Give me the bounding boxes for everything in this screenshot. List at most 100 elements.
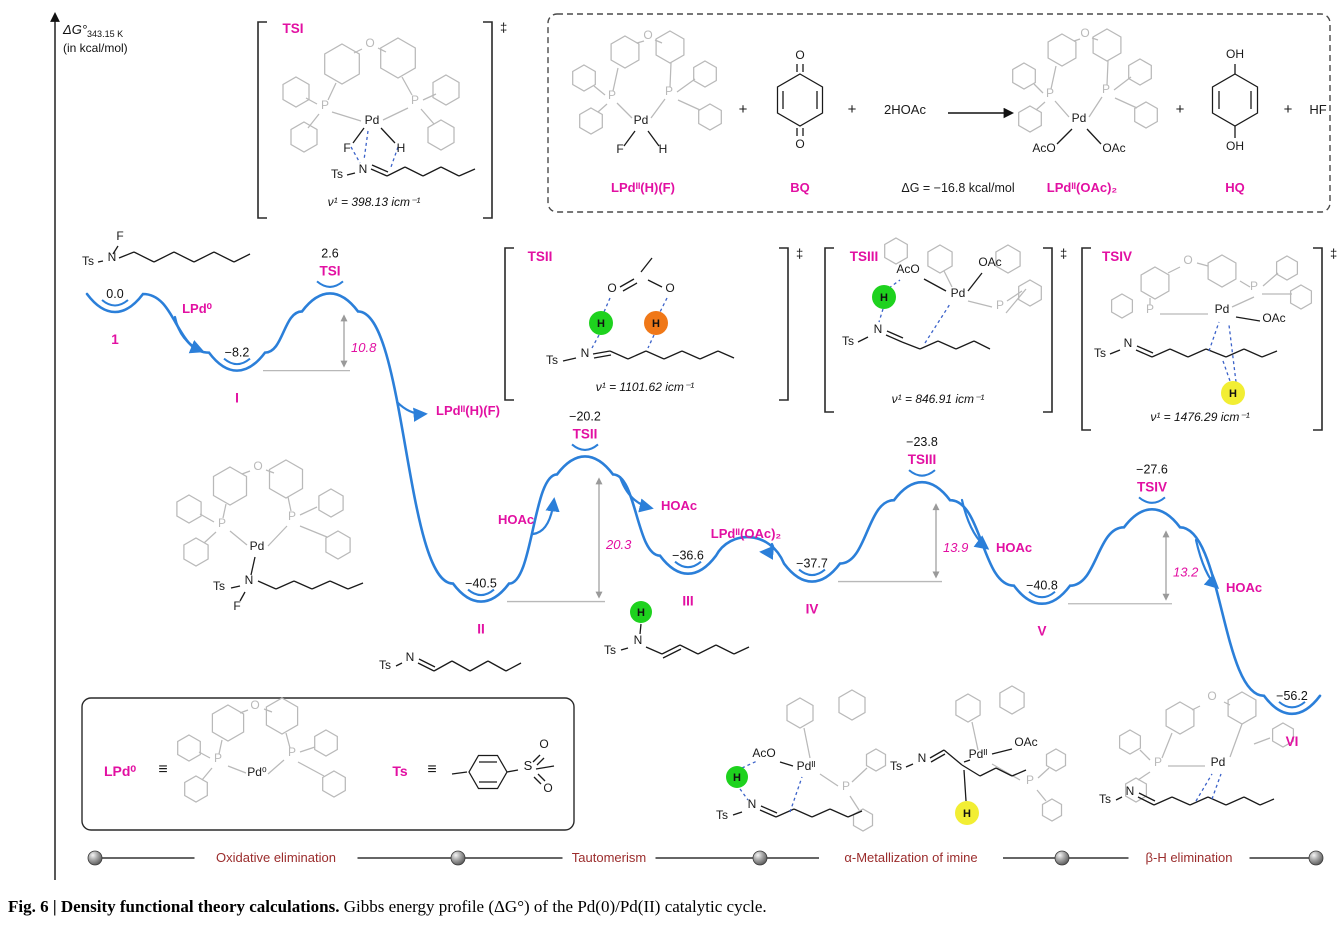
atom-label: AcO <box>1032 141 1055 155</box>
atom-label: N <box>748 797 757 811</box>
state-marker-1 <box>101 299 129 307</box>
flow-arrow <box>960 498 990 550</box>
energy-value-TSIII: −23.8 <box>906 435 938 449</box>
ring <box>927 244 953 274</box>
barrier-value: 13.9 <box>943 540 968 555</box>
ring <box>183 537 209 567</box>
highlight-circle <box>1221 381 1245 405</box>
bracket-left <box>1081 247 1091 431</box>
atom-label: S <box>524 758 533 773</box>
ring <box>380 37 416 79</box>
atom-label: Pd <box>365 113 380 127</box>
ring <box>955 693 981 723</box>
phase-label: β-H elimination <box>1146 850 1233 865</box>
state-marker-II <box>467 588 495 597</box>
atom-label: P <box>608 88 616 102</box>
ring <box>610 35 640 69</box>
state-marker-I <box>223 357 251 366</box>
phase-label: Oxidative elimination <box>216 850 336 865</box>
ring <box>1018 279 1042 307</box>
phase-label: Tautomerism <box>572 850 646 865</box>
atom-label: P <box>1250 279 1258 293</box>
ring <box>432 74 460 106</box>
atom-label: Pd <box>1211 755 1226 769</box>
atom-label: LPd⁰ <box>104 763 136 779</box>
atom-label: BQ <box>790 180 810 195</box>
ring <box>995 244 1021 274</box>
state-marker-TSIII <box>908 469 936 477</box>
imaginary-frequency: ν¹ = 398.13 icm⁻¹ <box>328 195 421 209</box>
atom-label: ΔG = −16.8 kcal/mol <box>901 181 1014 195</box>
ring <box>1128 58 1152 86</box>
ring <box>265 697 299 735</box>
atom-label: 2HOAc <box>884 102 926 117</box>
ring <box>1207 254 1237 288</box>
ring <box>884 237 908 265</box>
highlight-circle <box>872 285 896 309</box>
species-label: HOAc <box>1226 580 1262 595</box>
atom-label: Ts <box>890 759 902 773</box>
energy-curve <box>85 292 1322 715</box>
atom-label: P <box>1102 82 1110 96</box>
atom-label: P <box>1026 773 1034 787</box>
state-name-1: 1 <box>111 332 119 347</box>
atom-label: OAc <box>1262 311 1285 325</box>
energy-value-I: −8.2 <box>225 346 250 360</box>
species-label: HOAc <box>498 512 534 527</box>
atom-label: + <box>848 101 857 118</box>
double-dagger-icon: ‡ <box>500 20 507 35</box>
state-marker-TSI <box>316 280 344 288</box>
atom-label: F <box>116 229 123 243</box>
highlighted-h-atom: H <box>652 318 660 330</box>
energy-value-1: 0.0 <box>106 287 123 301</box>
atom-label: Pd <box>951 286 966 300</box>
state-name-TSIV: TSIV <box>1137 479 1167 494</box>
ring <box>1118 729 1142 755</box>
atom-label: Pd <box>1072 111 1087 125</box>
atom-label: O <box>543 781 552 795</box>
atom-label: Ts <box>82 254 94 268</box>
ring <box>318 488 344 518</box>
atom-label: HF <box>1309 102 1326 117</box>
caption-title: Fig. 6 | Density functional theory calcu… <box>8 897 340 916</box>
highlighted-h-atom: H <box>637 607 645 619</box>
atom-label: O <box>539 737 548 751</box>
species-label: LPd⁰ <box>182 301 213 316</box>
structure-title: TSIII <box>850 249 879 264</box>
y-axis-label: ΔG°343.15 K <box>62 22 123 39</box>
atom-label: HQ <box>1225 180 1245 195</box>
atom-label: H <box>397 141 406 155</box>
ring <box>1275 255 1299 281</box>
atom-label: Ts <box>1094 346 1106 360</box>
atom-label: O <box>365 36 374 50</box>
atom-label: + <box>1176 101 1185 118</box>
atom-label: ≡ <box>427 761 436 778</box>
y-axis-units: (in kcal/mol) <box>63 41 128 55</box>
atom-label: O <box>607 281 616 295</box>
species-label: LPdᴵᴵ(H)(F) <box>436 403 500 418</box>
ring <box>1092 28 1122 62</box>
atom-label: F <box>343 141 350 155</box>
species-label: LPdᴵᴵ(OAc)₂ <box>711 526 782 541</box>
ring <box>268 459 304 499</box>
energy-value-TSIV: −27.6 <box>1136 462 1168 476</box>
state-name-II: II <box>477 622 485 637</box>
ring <box>1227 691 1257 725</box>
state-marker-V <box>1028 590 1056 599</box>
atom-label: O <box>1207 689 1216 703</box>
phase-node <box>87 850 103 866</box>
ring <box>838 689 866 721</box>
bracket-right <box>483 21 493 219</box>
energy-value-TSI: 2.6 <box>321 246 338 260</box>
atom-label: F <box>616 142 623 156</box>
ring <box>1124 777 1148 803</box>
atom-label: N <box>108 250 117 264</box>
ring <box>999 685 1025 715</box>
highlight-circle <box>589 311 613 335</box>
atom-label: N <box>359 162 368 176</box>
atom-label: O <box>665 281 674 295</box>
